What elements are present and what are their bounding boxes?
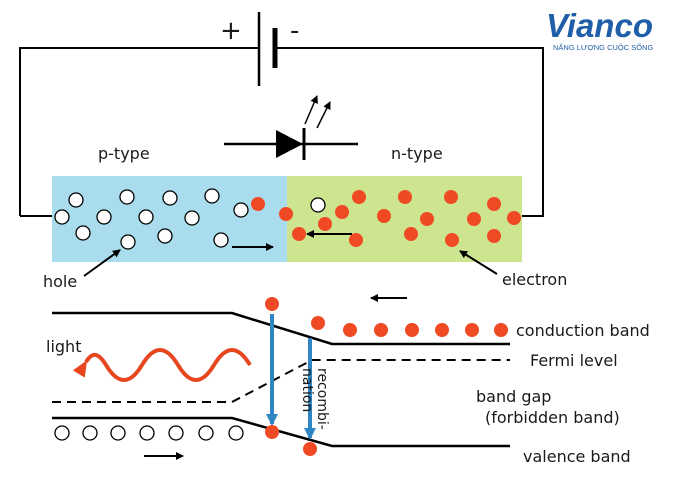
electron [398, 190, 412, 204]
vianco-logo: Vianco NĂNG LƯỢNG CUỘC SỐNG [546, 7, 654, 52]
hole [138, 209, 154, 225]
hole-pointer-arrow [83, 249, 121, 277]
light-wave-icon [72, 348, 252, 382]
recombination-label: recombi- nation [299, 368, 330, 430]
recombined-electron [303, 442, 317, 456]
electron [444, 190, 458, 204]
electron [487, 229, 501, 243]
electron [251, 197, 265, 211]
conduction-band-line [52, 311, 510, 346]
hole [120, 234, 136, 250]
transition-electron [265, 297, 279, 311]
hole [162, 190, 178, 206]
hole [233, 202, 249, 218]
conduction-band-label: conduction band [516, 321, 650, 340]
recombined-electron [265, 425, 279, 439]
diode-icon [224, 95, 358, 160]
valence-hole [82, 425, 98, 441]
electron [467, 212, 481, 226]
hole [157, 228, 173, 244]
electron [292, 227, 306, 241]
hole [75, 225, 91, 241]
battery-symbol: + - [220, 12, 299, 86]
hole [310, 197, 326, 213]
conduction-electron [494, 323, 508, 337]
conduction-electron [374, 323, 388, 337]
n-type-label: n-type [391, 144, 443, 163]
valence-holes [54, 425, 244, 441]
svg-text:nation: nation [299, 368, 315, 412]
conduction-electron [435, 323, 449, 337]
hole [96, 209, 112, 225]
circuit-wire [19, 47, 544, 217]
hole-label: hole [43, 272, 77, 291]
conduction-electron [343, 323, 357, 337]
electron [377, 209, 391, 223]
battery-plus-label: + [220, 16, 242, 46]
valence-hole [198, 425, 214, 441]
electron [507, 211, 521, 225]
logo-name: Vianco [546, 7, 653, 44]
valence-hole [54, 425, 70, 441]
fermi-level-label: Fermi level [530, 351, 618, 370]
electron [420, 212, 434, 226]
valence-band-label: valence band [523, 447, 631, 466]
hole [54, 209, 70, 225]
hole [213, 232, 229, 248]
electron [318, 217, 332, 231]
valence-band-line [52, 416, 510, 448]
electron-pointer-arrow [459, 250, 498, 275]
electron-label: electron [502, 270, 567, 289]
conduction-electrons [343, 323, 508, 337]
valence-hole [168, 425, 184, 441]
p-type-region [52, 176, 287, 262]
valence-hole [139, 425, 155, 441]
electron [487, 197, 501, 211]
valence-hole [228, 425, 244, 441]
electron [352, 190, 366, 204]
conduction-electron [465, 323, 479, 337]
electron [349, 233, 363, 247]
battery-minus-label: - [290, 16, 299, 46]
electron [279, 207, 293, 221]
light-label: light [46, 337, 81, 356]
logo-tagline: NĂNG LƯỢNG CUỘC SỐNG [553, 42, 654, 52]
p-type-label: p-type [98, 144, 150, 163]
hole [204, 188, 220, 204]
electron [335, 205, 349, 219]
electron [404, 227, 418, 241]
transition-electron [311, 316, 325, 330]
hole [184, 210, 200, 226]
hole [68, 192, 84, 208]
forbidden-band-label: (forbidden band) [485, 408, 620, 427]
valence-hole [110, 425, 126, 441]
band-gap-label: band gap [476, 387, 551, 406]
electron-group [251, 190, 521, 247]
conduction-electron [405, 323, 419, 337]
hole [119, 189, 135, 205]
electron [445, 233, 459, 247]
hole-group [54, 188, 326, 250]
svg-text:recombi-: recombi- [314, 368, 330, 430]
